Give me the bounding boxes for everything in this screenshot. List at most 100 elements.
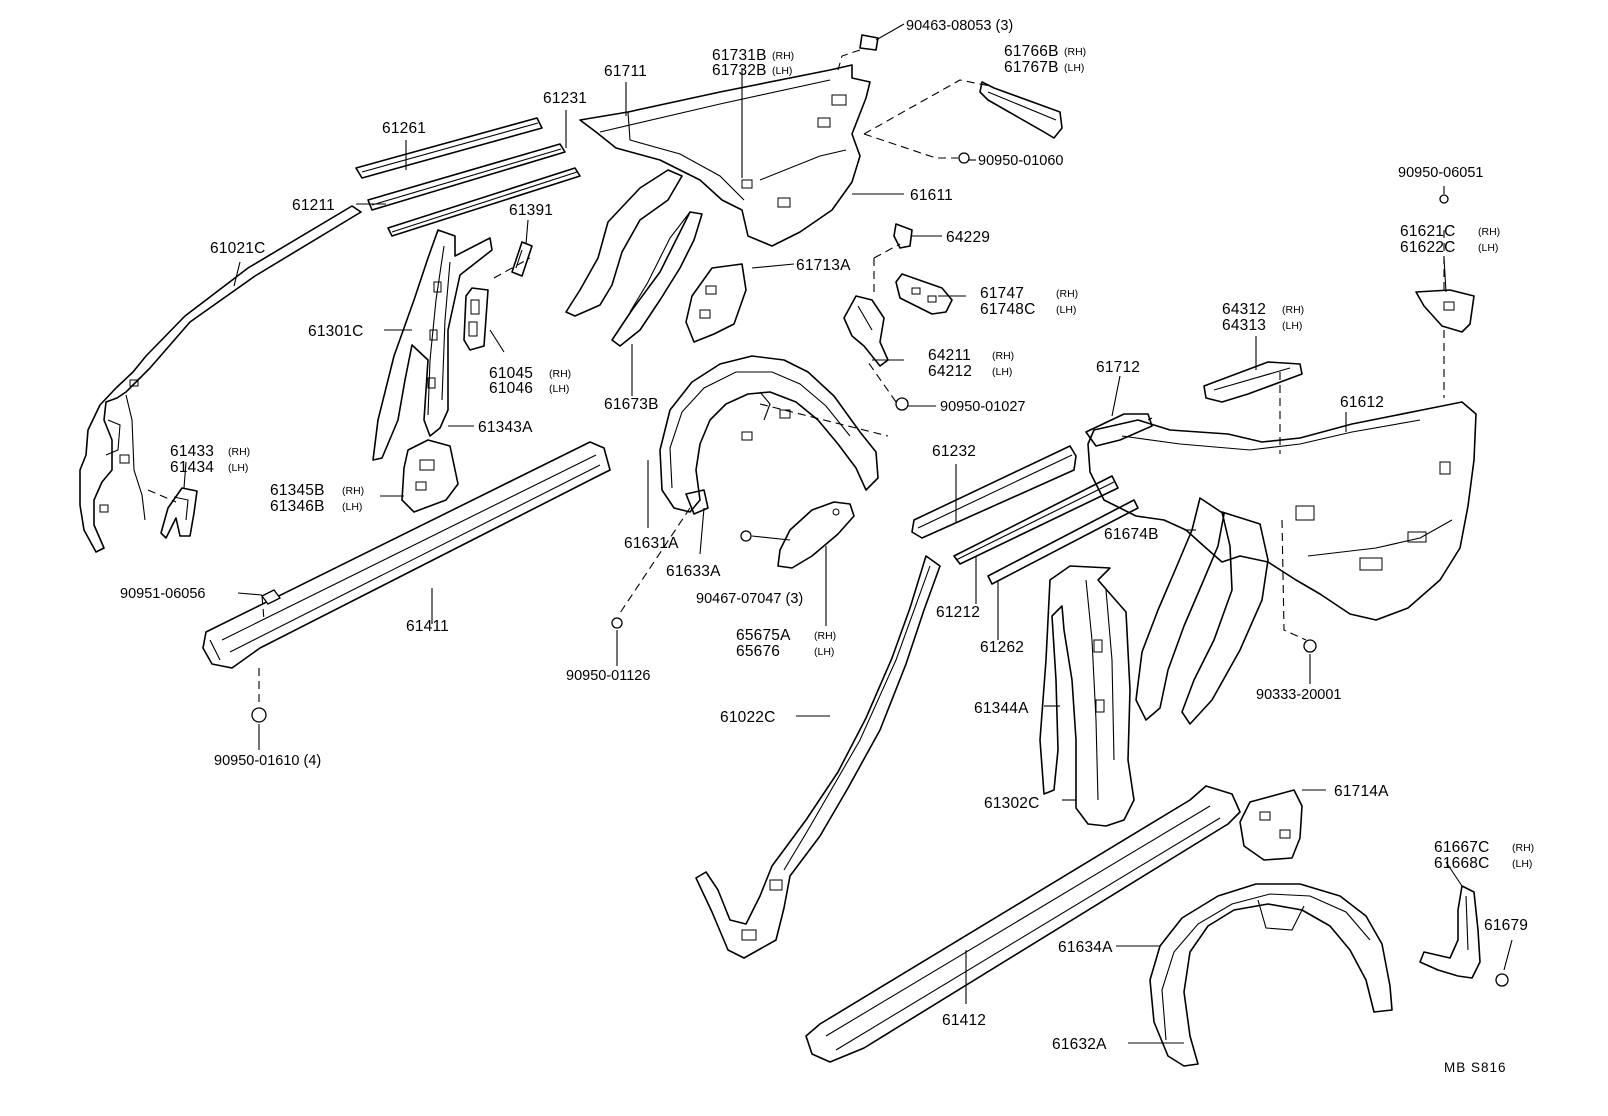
part-61673b-arch-reinforcement — [565, 169, 703, 347]
label-61046: 61046 — [489, 380, 533, 397]
label-61674b: 61674B — [1104, 526, 1159, 543]
leader-lines — [183, 23, 1513, 1044]
part-61631a-front-wheel-house — [659, 355, 879, 513]
part-90463-clip — [859, 34, 879, 51]
label-61732b: 61732B — [712, 62, 767, 79]
label-61211: 61211 — [292, 197, 335, 214]
part-61621c-bracket — [1415, 289, 1475, 333]
label-64312: 64312 — [1222, 301, 1266, 318]
label-61622c-side: (LH) — [1478, 242, 1498, 254]
label-61711: 61711 — [604, 63, 647, 80]
label-64211-side: (RH) — [992, 350, 1014, 362]
label-61261: 61261 — [382, 120, 426, 137]
label-61748c: 61748C — [980, 301, 1036, 318]
part-61712-bracket — [1085, 413, 1153, 447]
label-61433: 61433 — [170, 443, 214, 460]
label-61622c: 61622C — [1400, 239, 1456, 256]
label-61345b: 61345B — [270, 482, 325, 499]
part-61261-roof-rail — [355, 117, 543, 179]
label-61747-side: (RH) — [1056, 288, 1078, 300]
part-61711-quarter-inner-panel — [579, 64, 871, 247]
label-61046-side: (LH) — [549, 383, 569, 395]
label-61621c: 61621C — [1400, 223, 1456, 240]
part-64229-clip — [893, 223, 913, 249]
label-61412: 61412 — [942, 1012, 986, 1029]
part-64312-bracket — [1203, 361, 1303, 403]
label-61631a: 61631A — [624, 535, 679, 552]
label-61611: 61611 — [910, 187, 953, 204]
label-65676: 65676 — [736, 643, 780, 660]
label-61262: 61262 — [980, 639, 1024, 656]
label-61232: 61232 — [932, 443, 976, 460]
label-61667c: 61667C — [1434, 839, 1490, 856]
label-61667c-side: (RH) — [1512, 842, 1534, 854]
label-61621c-side: (RH) — [1478, 226, 1500, 238]
fastener-90950-01027-plug — [895, 397, 909, 411]
label-61302c: 61302C — [984, 795, 1040, 812]
part-61301c-center-pillar — [372, 229, 493, 461]
label-61731b-side: (RH) — [772, 50, 794, 62]
label-90467-07047: 90467-07047 (3) — [696, 591, 803, 607]
part-61674b-rear-arch — [1135, 497, 1269, 725]
part-61633a-clip — [685, 489, 709, 515]
part-65675a-mud-guard — [777, 501, 855, 569]
label-61433-side: (RH) — [228, 446, 250, 458]
label-61633a: 61633A — [666, 563, 721, 580]
label-64212-side: (LH) — [992, 366, 1012, 378]
part-64211-bracket — [843, 295, 889, 367]
label-90463-08053: 90463-08053 (3) — [906, 18, 1013, 34]
drawing-code: MB S816 — [1444, 1060, 1507, 1075]
label-61344a: 61344A — [974, 700, 1029, 717]
label-61766b-side: (RH) — [1064, 46, 1086, 58]
label-90950-01126: 90950-01126 — [566, 668, 650, 684]
label-61346b-side: (LH) — [342, 501, 362, 513]
label-61731b: 61731B — [712, 47, 767, 64]
label-61732b-side: (LH) — [772, 65, 792, 77]
label-61668c: 61668C — [1434, 855, 1490, 872]
label-64313-side: (LH) — [1282, 320, 1302, 332]
part-number-labels: 90463-08053 (3) 61731B (RH) 61732B (LH) … — [120, 18, 1534, 1075]
label-90950-01610: 90950-01610 (4) — [214, 753, 321, 769]
label-61766b: 61766B — [1004, 43, 1059, 60]
label-61346b: 61346B — [270, 498, 325, 515]
part-61747-bracket — [895, 273, 953, 315]
label-61045-side: (RH) — [549, 368, 571, 380]
part-61021c-front-pillar — [79, 205, 362, 553]
label-61714a: 61714A — [1334, 783, 1389, 800]
part-61612-quarter-panel — [1087, 401, 1477, 621]
part-61433-bracket — [160, 487, 198, 539]
fastener-90950-01060-plug — [958, 152, 970, 164]
fastener-61679 — [1495, 973, 1509, 987]
label-64211: 64211 — [928, 347, 971, 364]
label-61343a: 61343A — [478, 419, 533, 436]
label-61231: 61231 — [543, 90, 587, 107]
label-65676-side: (LH) — [814, 646, 834, 658]
part-61212-rail — [953, 475, 1119, 565]
fastener-90467-screw — [740, 530, 752, 542]
label-61747: 61747 — [980, 285, 1024, 302]
label-64212: 64212 — [928, 363, 972, 380]
label-61212: 61212 — [936, 604, 980, 621]
label-64312-side: (RH) — [1282, 304, 1304, 316]
part-61713a-bracket — [685, 263, 747, 343]
label-65675a-side: (RH) — [814, 630, 836, 642]
fastener-90950-01610-plug — [251, 707, 267, 723]
label-61345b-side: (RH) — [342, 485, 364, 497]
part-61411-rocker-panel — [202, 441, 611, 669]
part-61211-roof-rail — [387, 167, 581, 237]
label-61612: 61612 — [1340, 394, 1384, 411]
part-61345b-plate — [401, 439, 459, 513]
fastener-90950-06051-plug — [1439, 194, 1449, 204]
label-61712: 61712 — [1096, 359, 1140, 376]
part-61302c-rear-pillar — [1039, 565, 1135, 827]
label-90950-01027: 90950-01027 — [940, 399, 1025, 415]
label-64313: 64313 — [1222, 317, 1266, 334]
label-61673b: 61673B — [604, 396, 659, 413]
label-61434: 61434 — [170, 459, 214, 476]
label-61634a: 61634A — [1058, 939, 1113, 956]
fastener-90950-01126-plug — [611, 617, 623, 629]
label-64229: 64229 — [946, 229, 990, 246]
part-61667c-hinge-bracket — [1419, 885, 1481, 979]
